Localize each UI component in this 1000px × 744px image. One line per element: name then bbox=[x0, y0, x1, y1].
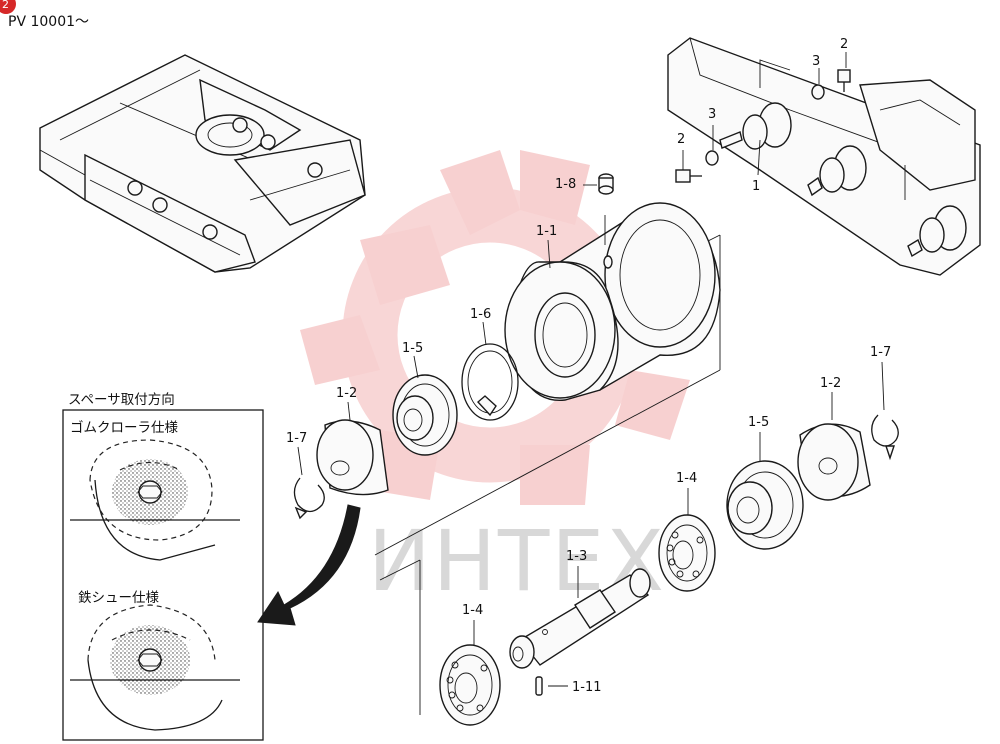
part-label-3: 3 bbox=[812, 54, 820, 69]
clip-icon bbox=[871, 414, 899, 461]
spacer-icon bbox=[797, 423, 871, 501]
frame-assembly-illustration bbox=[667, 37, 981, 276]
seal-icon bbox=[726, 460, 804, 550]
clip-icon bbox=[293, 477, 325, 520]
part-label-2: 2 bbox=[677, 132, 685, 147]
part-label-1-5: 1-5 bbox=[748, 415, 769, 430]
part-label-1: 1 bbox=[752, 179, 760, 194]
part-label-1-11: 1-11 bbox=[572, 680, 602, 695]
roller-icon bbox=[719, 102, 967, 258]
steel-spacer-diagram bbox=[70, 604, 240, 731]
part-label-1-2: 1-2 bbox=[820, 376, 841, 391]
snap-ring-icon bbox=[461, 343, 519, 421]
undercarriage-illustration bbox=[39, 54, 366, 273]
plug-icon bbox=[598, 173, 614, 195]
part-label-1-4: 1-4 bbox=[462, 603, 483, 618]
header: 2 PV 10001～ bbox=[0, 0, 89, 30]
bolt-icon bbox=[675, 169, 691, 183]
part-label-1-7: 1-7 bbox=[870, 345, 891, 360]
roller-drum bbox=[504, 202, 721, 401]
seal-icon bbox=[392, 374, 458, 456]
page-badge: 2 bbox=[2, 0, 9, 11]
arrow-icon bbox=[257, 504, 361, 626]
washer-icon bbox=[705, 150, 719, 166]
callout-title: スペーサ取付方向 bbox=[68, 392, 175, 408]
part-label-1-4: 1-4 bbox=[676, 471, 697, 486]
pin-icon bbox=[535, 676, 543, 696]
shaft-icon bbox=[509, 568, 651, 669]
bolt-icon bbox=[837, 69, 851, 83]
bearing-icon bbox=[439, 644, 501, 726]
serial-range: PV 10001～ bbox=[8, 14, 89, 30]
rubber-crawler-label: ゴムクローラ仕様 bbox=[70, 419, 178, 436]
part-label-1-8: 1-8 bbox=[555, 177, 576, 192]
washer-icon bbox=[811, 84, 825, 100]
part-label-1-2: 1-2 bbox=[336, 386, 357, 401]
part-label-1-6: 1-6 bbox=[470, 307, 491, 322]
part-label-1-7: 1-7 bbox=[286, 431, 307, 446]
part-label-3: 3 bbox=[708, 107, 716, 122]
part-label-1-3: 1-3 bbox=[566, 549, 587, 564]
part-label-2: 2 bbox=[840, 37, 848, 52]
spacer-orientation-callout: スペーサ取付方向 ゴムクローラ仕様 鉄シュー仕様 bbox=[62, 392, 264, 741]
rubber-spacer-diagram bbox=[70, 439, 240, 561]
roller-bolt-icon bbox=[127, 117, 323, 240]
steel-shoe-label: 鉄シュー仕様 bbox=[78, 590, 159, 606]
part-label-1-5: 1-5 bbox=[402, 341, 423, 356]
spacer-icon bbox=[316, 419, 389, 496]
badge-icon bbox=[0, 0, 16, 14]
part-label-1-1: 1-1 bbox=[536, 224, 557, 239]
bearing-icon bbox=[658, 514, 716, 592]
